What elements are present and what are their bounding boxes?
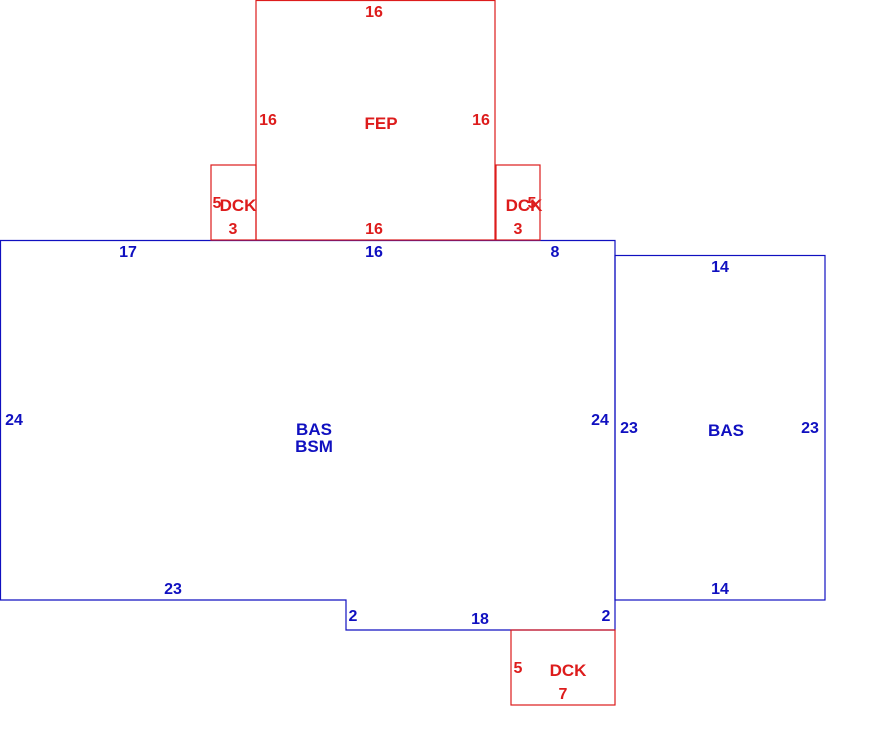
dim-deck-left-side: 5: [213, 195, 222, 212]
dim-deck-right-bottom: 3: [514, 221, 523, 238]
right-wing-code: BAS: [708, 421, 744, 440]
dim-main-top-left: 17: [119, 244, 137, 261]
dim-deck-bottom-width: 7: [559, 686, 568, 703]
dim-wing-right: 23: [801, 420, 819, 437]
main-house-code-bas: BAS: [296, 420, 332, 439]
main-house-outline: [0, 239, 616, 631]
porch-code: FEP: [364, 114, 397, 133]
main-house-code-bsm: BSM: [295, 437, 333, 456]
dim-main-left: 24: [5, 412, 23, 429]
dim-main-right: 24: [591, 412, 609, 429]
right-wing-outline: [614, 254, 826, 601]
dim-main-bottom-step-left: 2: [349, 608, 358, 625]
deck-bottom-outline: [510, 629, 616, 706]
porch-outline: [255, 0, 496, 241]
dim-deck-bottom-side: 5: [514, 660, 523, 677]
deck-left-outline: [210, 164, 257, 241]
deck-right-outline: [495, 164, 541, 241]
dim-deck-right-side: 5: [528, 195, 537, 212]
dim-main-bottom-left: 23: [164, 581, 182, 598]
dim-porch-right: 16: [472, 112, 490, 129]
dim-porch-left: 16: [259, 112, 277, 129]
dim-main-top-right: 8: [551, 244, 560, 261]
dim-porch-bottom: 16: [365, 221, 383, 238]
dim-main-top-center: 16: [365, 244, 383, 261]
deck-left-code: DCK: [220, 196, 258, 215]
dim-main-bottom-center: 18: [471, 611, 489, 628]
dim-porch-top: 16: [365, 4, 383, 21]
dim-wing-left: 23: [620, 420, 638, 437]
dim-main-bottom-step-right: 2: [602, 608, 611, 625]
dim-deck-left-bottom: 3: [229, 221, 238, 238]
deck-right-code: DCK: [506, 196, 544, 215]
dim-wing-top: 14: [711, 259, 729, 276]
deck-bottom-code: DCK: [550, 661, 588, 680]
dim-wing-bottom: 14: [711, 581, 729, 598]
